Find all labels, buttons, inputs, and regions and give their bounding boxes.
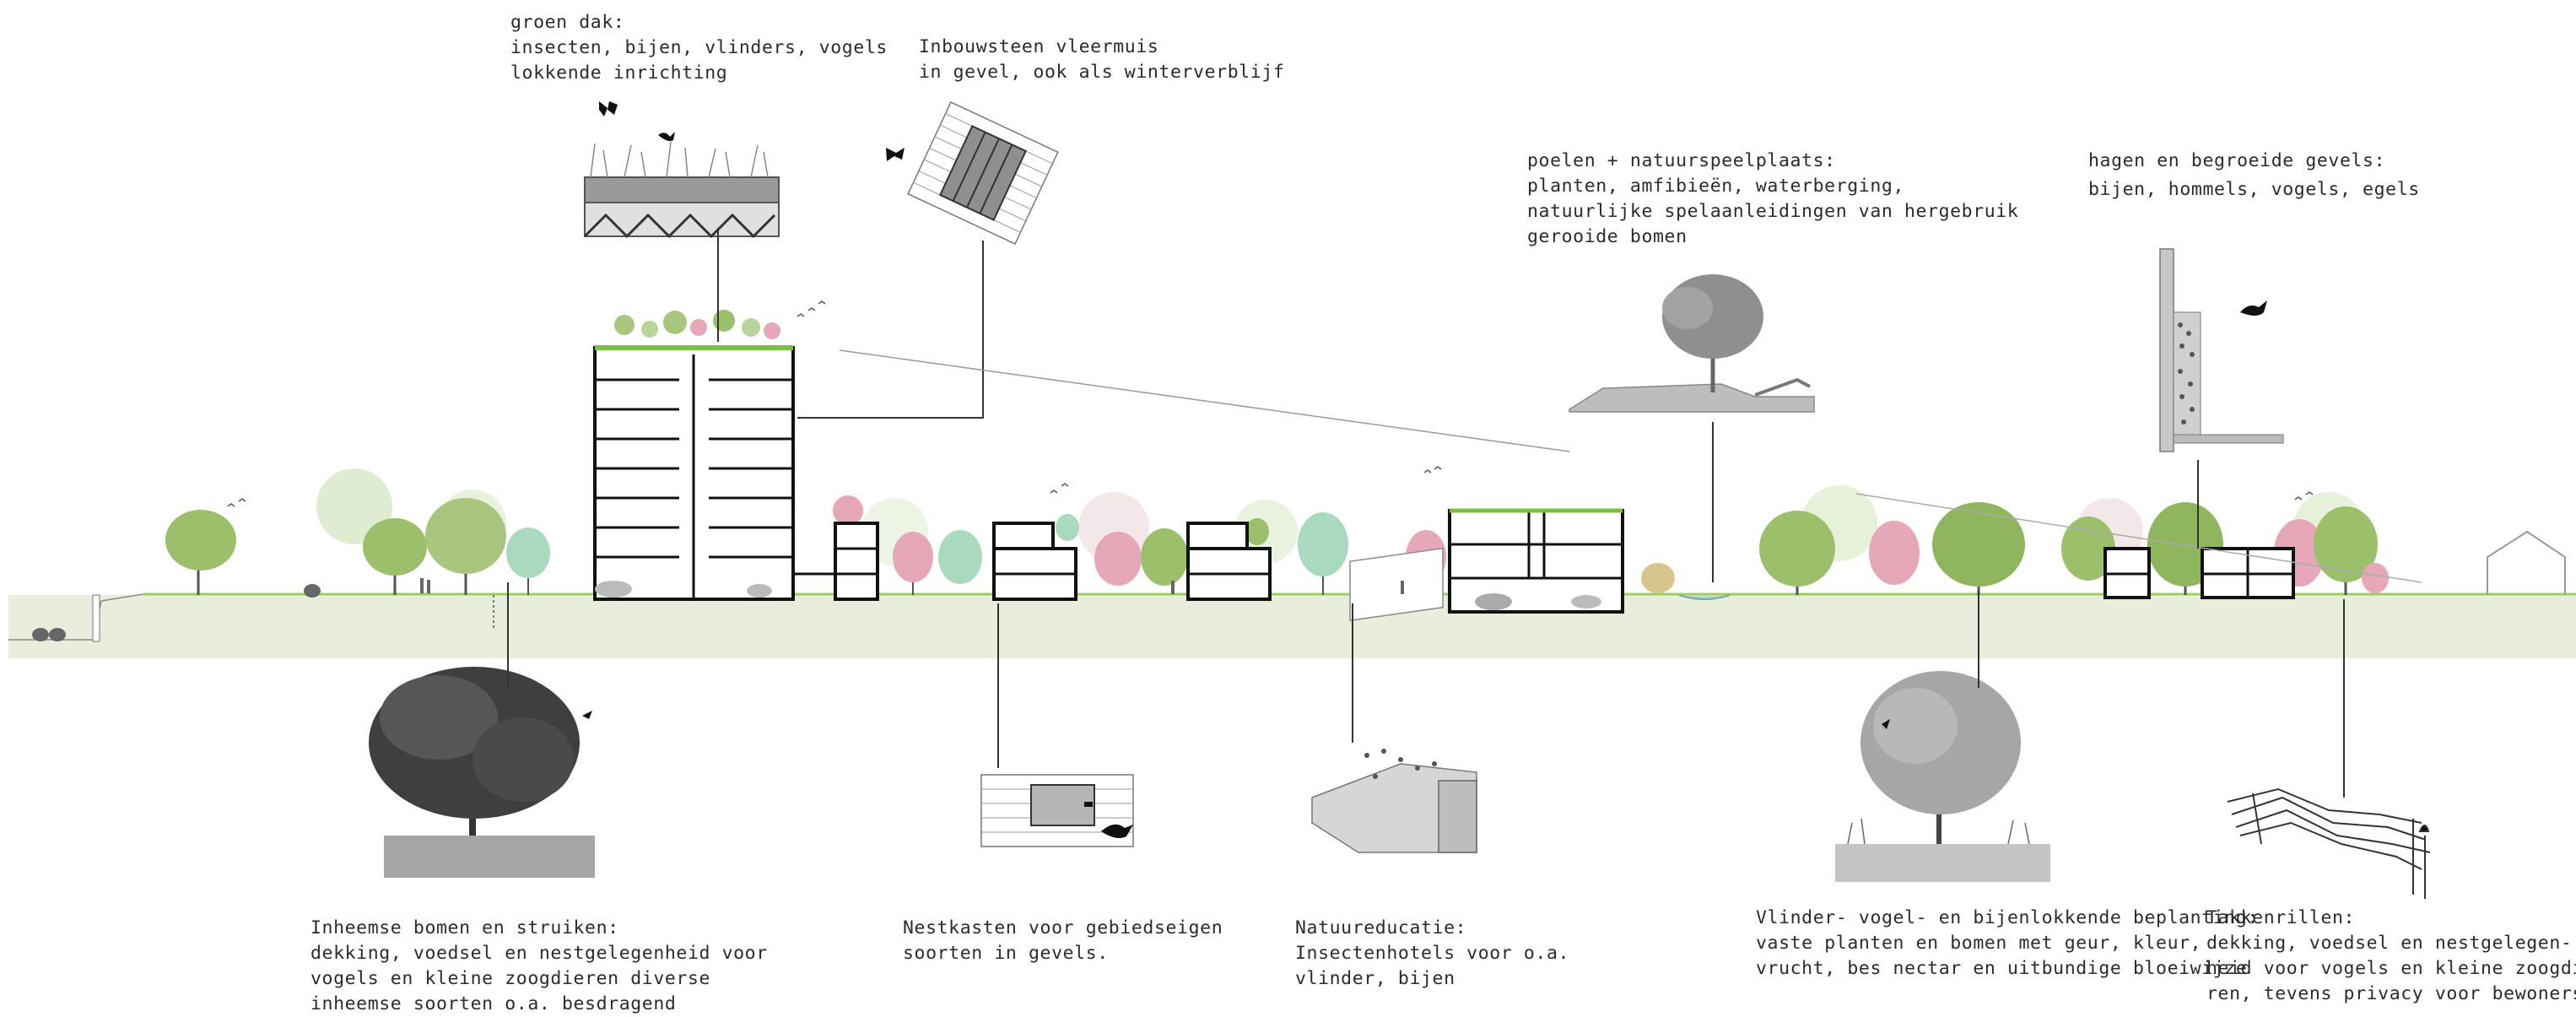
hedge-facade-icon bbox=[2159, 248, 2284, 452]
annotation-line: bijen, hommels, vogels, egels bbox=[2088, 179, 2420, 200]
brick-bat-box-icon bbox=[907, 101, 1059, 245]
tower-building bbox=[593, 345, 879, 601]
annotation-groen-dak: groen dak: insecten, bijen, vlinders, vo… bbox=[510, 10, 888, 86]
annotation-nestkasten: Nestkasten voor gebiedseigen soorten in … bbox=[903, 916, 1223, 966]
annotation-title: Nestkasten voor gebiedseigen bbox=[903, 917, 1223, 939]
tree-15 bbox=[1932, 502, 2025, 595]
tree-6 bbox=[893, 532, 933, 595]
annotation-line: vlinder, bijen bbox=[1295, 968, 1455, 989]
annotation-line: heid voor vogels en kleine zoogdie- bbox=[2206, 958, 2576, 979]
annotation-natuureducatie: Natuureducatie: Insectenhotels voor o.a.… bbox=[1295, 916, 1569, 992]
tree-14 bbox=[1869, 521, 1920, 585]
tree-3 bbox=[425, 498, 506, 595]
nestbox-icon bbox=[980, 774, 1134, 847]
tree-10 bbox=[1245, 518, 1269, 545]
flowering-tree-icon bbox=[1835, 671, 2050, 882]
flying-birds bbox=[227, 300, 2314, 507]
annotation-line: dekking, voedsel en nestgelegen- bbox=[2206, 933, 2573, 954]
annotation-line: planten, amfibieën, waterberging, bbox=[1527, 176, 1904, 197]
tree-4 bbox=[506, 527, 550, 595]
annotation-line: gerooide bomen bbox=[1527, 226, 1688, 247]
annotation-beplanting: Vlinder- vogel- en bijenlokkende beplant… bbox=[1756, 906, 2259, 982]
buildings bbox=[593, 345, 2566, 614]
tree-5 bbox=[833, 495, 863, 526]
building-5 bbox=[2103, 547, 2151, 599]
annotation-line: dekking, voedsel en nestgelegenheid voor bbox=[311, 943, 768, 964]
annotation-line: in gevel, ook als winterverblijf bbox=[919, 62, 1285, 83]
tree-20 bbox=[2362, 563, 2389, 593]
annotation-title: Inbouwsteen vleermuis bbox=[919, 36, 1159, 57]
house-outline bbox=[2487, 530, 2566, 595]
bird-icon bbox=[658, 132, 675, 142]
annotation-line: lokkende inrichting bbox=[510, 62, 728, 84]
tree-13 bbox=[1759, 511, 1835, 595]
annotation-poelen: poelen + natuurspeelplaats: planten, amf… bbox=[1527, 149, 2018, 250]
annotation-title: groen dak: bbox=[510, 12, 625, 33]
tree-8 bbox=[1056, 514, 1079, 541]
pond-icon bbox=[1569, 274, 1815, 413]
annotation-line: Insectenhotels voor o.a. bbox=[1295, 943, 1570, 964]
annotation-title: Inheemse bomen en struiken: bbox=[311, 917, 619, 939]
annotation-line: vogels en kleine zoogdieren diverse bbox=[311, 968, 711, 989]
annotation-title: poelen + natuurspeelplaats: bbox=[1527, 150, 1836, 171]
annotation-hagen: hagen en begroeide gevels: bijen, hommel… bbox=[2088, 149, 2420, 203]
tree-1 bbox=[165, 510, 236, 595]
bat-icon bbox=[886, 148, 905, 161]
tree-9 bbox=[1094, 528, 1188, 586]
branch-pile-icon bbox=[2227, 787, 2431, 899]
annotation-inbouwsteen: Inbouwsteen vleermuis in gevel, ook als … bbox=[919, 35, 1284, 85]
annotation-line: ren, tevens privacy voor bewoners bbox=[2206, 983, 2576, 1004]
annotation-line: soorten in gevels. bbox=[903, 943, 1109, 964]
building-3 bbox=[1186, 522, 1272, 601]
tree-19 bbox=[2314, 506, 2378, 595]
insect-hotel-icon bbox=[1311, 547, 1477, 853]
ground bbox=[8, 592, 2576, 658]
leader-lines bbox=[493, 228, 2422, 798]
building-6 bbox=[2201, 547, 2295, 599]
annotation-takkenrillen: Takkenrillen: dekking, voedsel en nestge… bbox=[2206, 906, 2576, 1007]
building-2 bbox=[992, 522, 1077, 601]
annotation-line: natuurlijke spelaanleidingen van hergebr… bbox=[1527, 201, 2019, 222]
annotation-line: inheemse soorten o.a. besdragend bbox=[311, 993, 677, 1014]
annotation-line: vrucht, bes nectar en uitbundige bloeiwi… bbox=[1756, 958, 2248, 979]
annotation-title: Vlinder- vogel- en bijenlokkende beplant… bbox=[1756, 907, 2259, 928]
annotation-line: vaste planten en bomen met geur, kleur, bbox=[1756, 933, 2202, 954]
building-4 bbox=[1448, 508, 1624, 614]
butterfly-icon bbox=[599, 101, 618, 116]
tree-11 bbox=[1298, 512, 1348, 595]
annotation-title: Takkenrillen: bbox=[2206, 907, 2356, 928]
green-roof-icon bbox=[583, 141, 780, 239]
tree-2 bbox=[363, 518, 427, 595]
tree-21 bbox=[1641, 563, 1675, 593]
annotation-title: hagen en begroeide gevels: bbox=[2088, 150, 2386, 171]
tree-large-icon bbox=[369, 667, 595, 878]
tree-7 bbox=[938, 530, 982, 584]
annotation-title: Natuureducatie: bbox=[1295, 917, 1467, 939]
annotation-inheemse-bomen: Inheemse bomen en struiken: dekking, voe… bbox=[311, 916, 768, 1017]
people-and-objects bbox=[32, 578, 1601, 641]
roof-greenery bbox=[614, 310, 780, 339]
annotation-line: insecten, bijen, vlinders, vogels bbox=[510, 37, 888, 58]
